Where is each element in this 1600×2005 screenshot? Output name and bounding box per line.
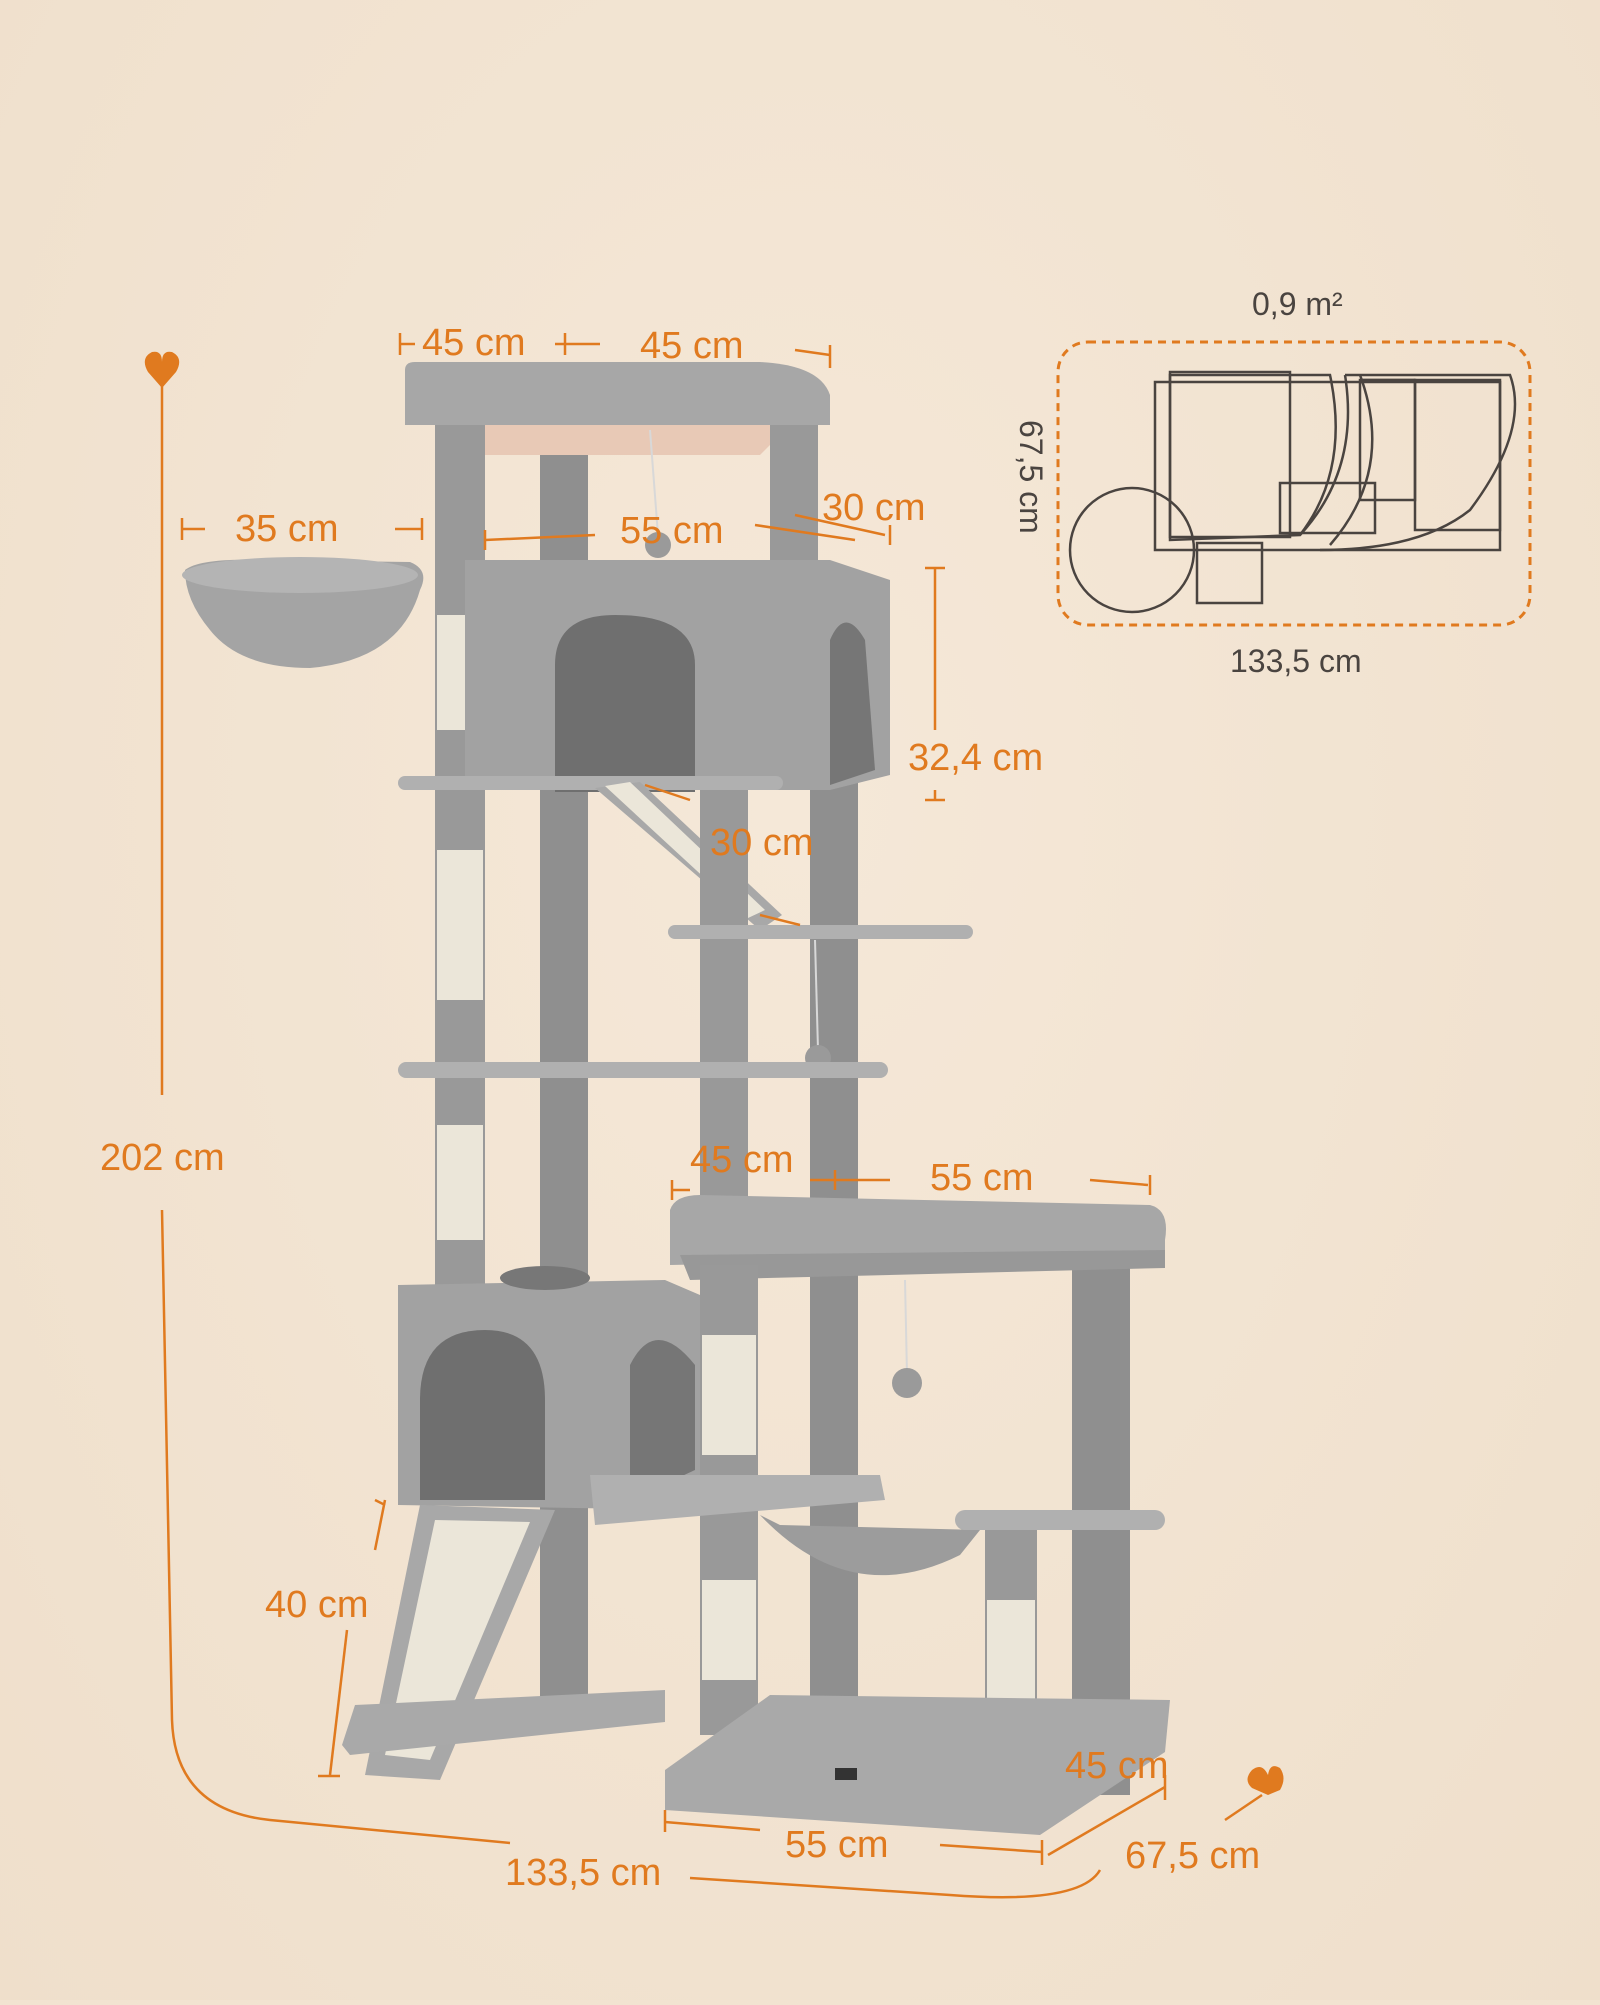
top-platform-underside <box>440 425 790 455</box>
footprint-inset: 0,9 m² 133,5 cm 67,5 cm <box>1013 286 1532 679</box>
base-depth-label: 45 cm <box>1065 1745 1168 1787</box>
base-right <box>665 1695 1170 1835</box>
upper-condo-door <box>555 615 695 792</box>
hammock <box>760 1515 980 1576</box>
middle-platform <box>668 925 973 939</box>
ramp-length-label: 30 cm <box>710 822 813 864</box>
ramp-height-label: 40 cm <box>265 1584 368 1626</box>
depth-heart-icon <box>1247 1766 1284 1795</box>
top-post-left <box>435 425 485 565</box>
top-toy-string <box>649 429 659 536</box>
height-heart-icon <box>144 351 180 388</box>
top-post-right <box>770 425 818 565</box>
top-platform <box>405 362 830 425</box>
condo-width-label: 55 cm <box>620 510 723 552</box>
footprint-width-label: 133,5 cm <box>1230 643 1362 679</box>
footprint-depth-label: 67,5 cm <box>1013 420 1049 534</box>
total-depth-label: 67,5 cm <box>1125 1835 1260 1877</box>
condo-depth-label: 30 cm <box>822 487 925 529</box>
base-left <box>342 1690 665 1755</box>
lower-platform <box>590 1475 885 1525</box>
bed-platform <box>670 1195 1166 1265</box>
total-height-label: 202 cm <box>100 1137 225 1179</box>
footprint-drawing <box>1068 370 1517 614</box>
top-toy-ball <box>645 532 671 558</box>
bed-right-width-label: 55 cm <box>930 1157 1033 1199</box>
height-line-lower <box>160 1209 511 1845</box>
cat-tree-illustration <box>182 362 1170 1835</box>
lower-condo-door <box>420 1330 545 1500</box>
footprint-area-label: 0,9 m² <box>1252 286 1343 322</box>
bed-toy-ball <box>892 1368 922 1398</box>
condo-height-label: 32,4 cm <box>908 737 1043 779</box>
base-width-label: 55 cm <box>785 1824 888 1866</box>
top-left-width-label: 45 cm <box>422 322 525 364</box>
dimension-lines <box>160 333 1263 1899</box>
top-right-width-label: 45 cm <box>640 325 743 367</box>
bed-left-width-label: 45 cm <box>690 1139 793 1181</box>
step-platform <box>955 1510 1165 1530</box>
total-width-label: 133,5 cm <box>505 1852 661 1894</box>
upper-condo-side-door <box>830 622 875 785</box>
upper-platform <box>398 776 783 790</box>
lower-middle-platform <box>398 1062 888 1078</box>
basket-width-label: 35 cm <box>235 508 338 550</box>
